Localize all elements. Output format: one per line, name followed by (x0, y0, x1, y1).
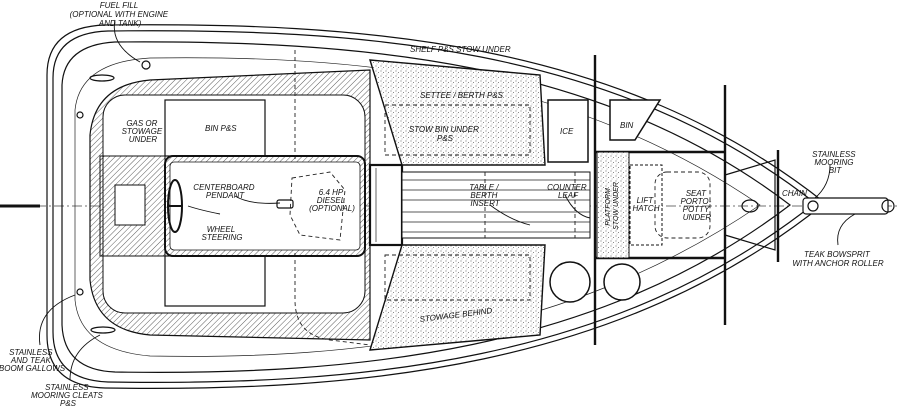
label-mooring-cleats: STAINLESS MOORING CLEATS P&S (31, 383, 105, 407)
label-bin-ps: BIN P&S (205, 124, 237, 133)
label-settee: SETTEE / BERTH P&S (420, 91, 504, 100)
label-centerboard: CENTERBOARD PENDANT (193, 183, 257, 200)
porto-potty-seat[interactable] (654, 171, 711, 239)
steering-wheel-icon[interactable] (167, 179, 183, 233)
label-shelf: SHELF P&S STOW UNDER (410, 45, 511, 54)
label-platform: PLATFORM STOW UNDER (605, 182, 620, 230)
label-table: TABLE / BERTH INSERT (469, 183, 500, 208)
stow-bin-port[interactable] (384, 104, 531, 156)
label-lift-hatch: LIFT HATCH (633, 196, 660, 213)
sink-2[interactable] (603, 263, 641, 301)
label-ice: ICE (560, 127, 574, 136)
label-boom-gallows: STAINLESS AND TEAK BOOM GALLOWS (0, 348, 66, 373)
deck-hatch-pad (741, 199, 759, 213)
mooring-cleat-starboard (90, 326, 116, 334)
centerboard-pendant-block (276, 199, 294, 209)
label-bowsprit: TEAK BOWSPRIT WITH ANCHOR ROLLER (792, 250, 883, 268)
cockpit (89, 50, 371, 346)
sink-1[interactable] (549, 261, 591, 303)
mooring-cleat-port (89, 74, 115, 82)
leader-lines (38, 19, 856, 381)
cabin (369, 55, 780, 351)
platform-stow[interactable] (596, 151, 630, 259)
label-bin: BIN (620, 121, 634, 130)
label-mooring-bit: STAINLESS MOORING BIT (812, 150, 858, 175)
label-gas: GAS OR STOWAGE UNDER (122, 119, 165, 144)
stow-bin-starboard[interactable] (384, 254, 531, 301)
bowsprit[interactable] (802, 197, 895, 215)
ice-box[interactable] (547, 99, 589, 163)
label-counter: COUNTER LEAF (547, 183, 589, 200)
companionway[interactable] (368, 163, 404, 247)
label-chain: CHAIN (782, 189, 807, 198)
labels: FUEL FILL (OPTIONAL WITH ENGINE AND TANK… (0, 1, 884, 407)
mooring-bit-icon (807, 200, 819, 212)
label-stow-bin: STOW BIN UNDER P&S (409, 125, 481, 143)
boom-gallows-icon (76, 288, 84, 296)
table-berth-insert[interactable] (401, 171, 591, 239)
label-seat: SEAT PORTO- POTTY UNDER (680, 189, 713, 222)
fuel-fill-icon (141, 60, 151, 70)
label-diesel: 6.4 HP DIESEL (OPTIONAL) (309, 188, 355, 213)
label-fuel-fill: FUEL FILL (OPTIONAL WITH ENGINE AND TANK… (70, 1, 171, 28)
bin-forward[interactable] (609, 99, 662, 141)
label-wheel: WHEEL STEERING (202, 225, 243, 242)
